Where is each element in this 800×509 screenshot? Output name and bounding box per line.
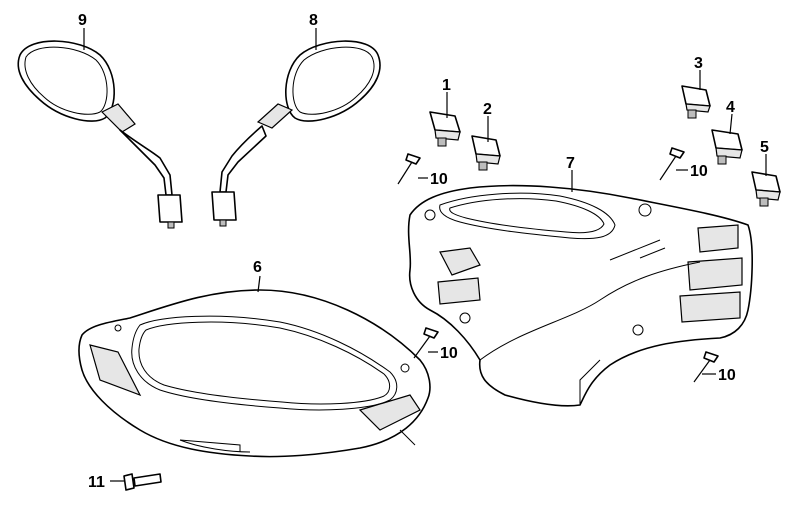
switch-knob-4	[711, 129, 743, 165]
callout-3: 3	[694, 55, 703, 72]
switch-knob-3	[681, 85, 711, 119]
screw-10-d	[693, 351, 719, 383]
callout-9: 9	[78, 12, 87, 29]
screw-10-c	[413, 327, 439, 359]
left-mirror	[17, 40, 183, 229]
callout-11: 11	[88, 474, 105, 491]
right-mirror	[211, 40, 381, 227]
callout-6: 6	[253, 259, 262, 276]
rear-handlebar-cover	[407, 184, 753, 407]
screw-10-b	[659, 147, 685, 181]
callout-7: 7	[566, 155, 575, 172]
callout-5: 5	[760, 139, 769, 156]
screw-10-a	[397, 153, 421, 185]
callout-10-c: 10	[440, 345, 458, 362]
leader-lines	[83, 28, 767, 482]
switch-knob-1	[429, 111, 461, 147]
callout-10-a: 10	[430, 171, 448, 188]
switch-knob-2	[471, 135, 501, 171]
callout-4: 4	[726, 99, 735, 116]
callout-10-b: 10	[690, 163, 708, 180]
bolt-11	[123, 473, 162, 491]
front-handlebar-cover	[78, 289, 431, 458]
callout-10-d: 10	[718, 367, 736, 384]
switch-knob-5	[751, 171, 781, 207]
callout-1: 1	[442, 77, 451, 94]
callout-8: 8	[309, 12, 318, 29]
callout-labels: 9 8 1 2 3 4 5 7 6 10 10 10 10 11	[78, 12, 769, 491]
callout-2: 2	[483, 101, 492, 118]
